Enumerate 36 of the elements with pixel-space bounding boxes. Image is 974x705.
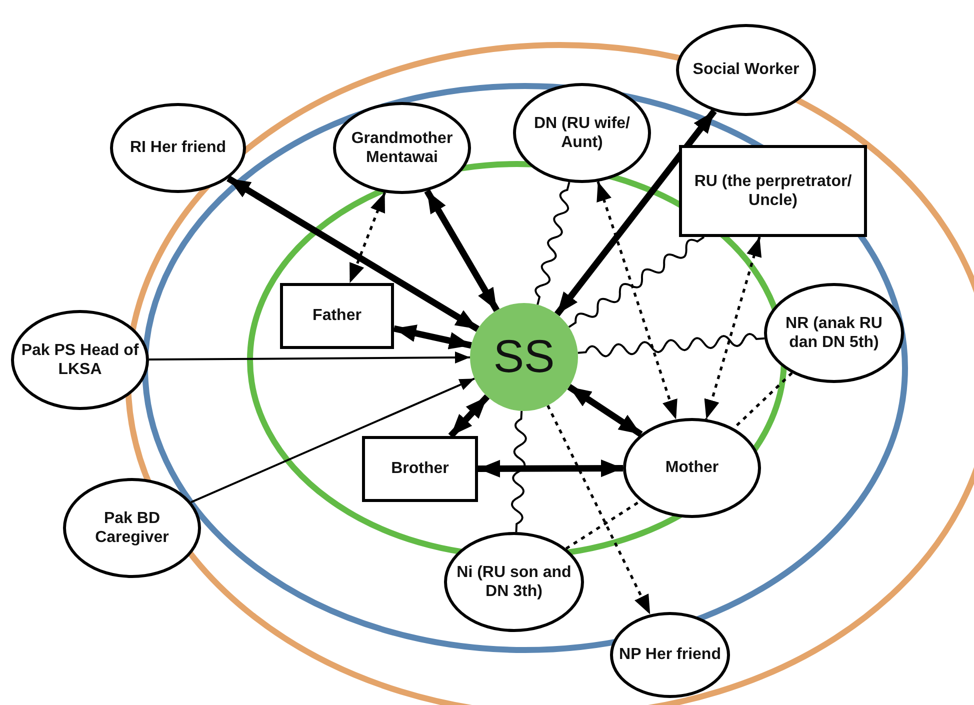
dotted-arrow [546,404,652,615]
node-label: Brother [391,459,449,479]
node-label: Pak PS Head of LKSA [20,340,140,380]
arrow [554,109,717,316]
node-label: Ni (RU son and DN 3th) [456,562,572,602]
arrow [424,189,500,312]
node-label: Grandmother Mentawai [350,128,454,168]
node-label: NP Her friend [619,645,721,665]
node-label: Pak BD Caregiver [94,508,170,548]
node-label: NR (anak RU dan DN 5th) [784,314,884,352]
wavy-line [534,182,570,305]
center-circle [470,303,578,411]
node-label: Mother [665,458,719,478]
arrow [448,394,490,438]
node-label: RU (the perpretrator/ Uncle) [693,172,853,210]
arrow [190,378,475,504]
dotted-line [565,500,641,550]
wavy-line [568,236,705,328]
node-label: DN (RU wife/ Aunt) [533,114,631,152]
wavy-line [511,410,527,532]
node-label: Father [312,306,362,326]
node-label: Social Worker [692,60,800,80]
wavy-line [578,333,764,358]
node-label: RI Her friend [130,138,226,158]
node-label: SS [493,329,555,384]
arrow [567,384,643,438]
dotted-arrow [596,181,678,420]
arrow [393,324,472,350]
rectangle-node [679,145,867,237]
arrow [478,460,624,478]
rectangle-node [280,283,394,349]
rectangle-node [362,436,478,502]
arrow [226,176,480,332]
dotted-arrow [704,236,762,420]
arrow [148,351,470,364]
dotted-arrow [348,192,386,284]
